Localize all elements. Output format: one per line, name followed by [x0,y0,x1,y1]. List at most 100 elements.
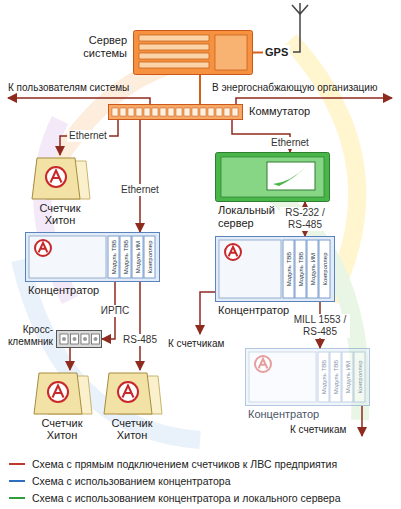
switch-port [216,108,222,116]
legend-line [9,480,25,482]
connector [139,120,141,232]
device-label: Концентратор [28,284,99,297]
module-label: Модуль ТВБ [109,238,119,276]
module-label: Модуль ТВБ [284,242,294,296]
module-slot [283,240,294,298]
server-case [216,153,330,202]
terminal [81,334,89,344]
terminal-body [57,331,102,348]
switch-port [112,108,118,116]
module-label: Модуль ИМ [133,238,143,276]
module-slot [144,236,155,278]
legend-sample [8,477,26,485]
module-label: Контроллер [355,354,365,400]
concentrator: КонцентраторМодуль ТВБМодуль ТВБМодуль И… [25,232,160,282]
device-label: Счетчик Хитон [100,416,164,442]
logo-circle [225,244,241,260]
antenna-mast [293,14,300,52]
gps-antenna [292,3,308,52]
connector [253,52,263,54]
switch-port [152,108,158,116]
connector-label: RS-232 / RS-485 [280,207,330,231]
connector [199,75,201,104]
concentrator-picture [245,348,370,406]
module-slot [342,352,353,402]
legend-line [9,463,25,465]
module-label: Модуль ТВБ [319,354,329,400]
device-label: Концентратор [248,408,319,421]
switch-port [232,108,238,116]
electricity-meter: Счетчик Хитон [100,370,164,442]
terminal-block: Кросс-клеммник [56,330,102,348]
terminal [92,334,100,344]
module-slot [354,352,365,402]
concentrator-picture [215,236,335,302]
legend-text: Схема с использованием концентратора [32,475,231,487]
module-slot [307,240,318,298]
meter-icon [30,370,94,416]
switch-port [192,108,198,116]
terminal-screw [62,337,66,341]
switch-port [160,108,166,116]
antenna-head [292,3,308,14]
server-front [221,157,324,197]
device-label: Счетчик Хитон [30,416,94,442]
leader-arrow [8,98,150,104]
terminal [60,334,68,344]
concentrator-case [246,349,370,406]
logo-circle [35,240,51,256]
terminal-screw [73,337,77,341]
module-slot [295,240,306,298]
gps-receiver: GPS [263,45,290,60]
legend-text: Схема с использованием концентратора и л… [32,492,340,504]
server-panel [215,35,247,70]
legend-sample [8,460,26,468]
module-label: Модуль ТВБ [121,238,131,276]
watermark [20,40,361,440]
concentrator: КонцентраторМодуль ТВБМодуль ТВБМодуль И… [215,236,335,302]
connector [60,120,118,155]
module-label: Модуль ТВБ [331,354,341,400]
logo-circle [46,167,66,187]
server-bay [139,53,209,59]
logo-circle [255,356,271,372]
leader-arrow [361,406,363,436]
meter-case [34,373,82,414]
connector-label: RS-485 [121,334,159,346]
connector [139,282,141,370]
system-server-picture [133,30,253,75]
screen-swoosh [273,166,307,186]
device-label: Коммутатор [249,105,310,118]
connector-label: MILL 1553 / RS-485 [290,314,350,338]
logo-mark [53,386,64,398]
electricity-meter: Счетчик Хитон [30,370,94,442]
logo-mark [259,359,268,369]
switch-port [224,108,230,116]
terminal-screw [83,337,87,341]
meter-icon [100,370,164,416]
switch-port [176,108,182,116]
connector-label: Ethernet [67,130,109,142]
terminal [71,334,79,344]
switch-port [120,108,126,116]
switch-port [128,108,134,116]
local-server: Локальный сервер [215,152,330,202]
switch-port [184,108,190,116]
switch-port [168,108,174,116]
server-bay [139,62,209,68]
front-panel [249,352,316,402]
device-label: Кросс-клеммник [3,324,53,348]
meter-icon [28,155,92,201]
logo-mark [39,243,48,253]
module-slot [132,236,143,278]
legend-row: Схема с использованием концентратора и л… [8,489,340,506]
server-bay [139,35,209,41]
legend-line [9,497,25,499]
logo-circle [48,382,68,402]
module-label: Модуль ИМ [343,354,353,400]
module-label: Контроллер [145,238,155,276]
switch-port [144,108,150,116]
connector-label: ИРПС [99,305,131,317]
network-switch: Коммутатор [108,104,243,120]
